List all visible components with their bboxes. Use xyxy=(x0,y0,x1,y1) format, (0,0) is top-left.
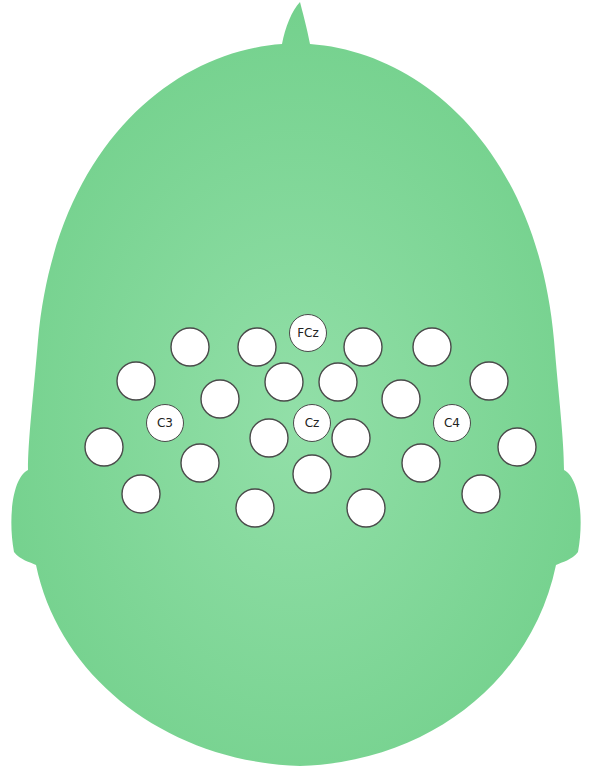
electrode xyxy=(117,362,155,400)
electrode-name: FCz xyxy=(297,326,319,340)
electrode xyxy=(250,419,288,457)
electrode-label-circle: C4 xyxy=(433,404,471,442)
electrode xyxy=(344,328,382,366)
electrode xyxy=(402,444,440,482)
electrode xyxy=(382,380,420,418)
electrode xyxy=(238,328,276,366)
electrode xyxy=(347,489,385,527)
head-outline xyxy=(11,2,580,766)
electrode xyxy=(236,489,274,527)
electrode-name: C3 xyxy=(157,416,173,430)
electrode xyxy=(462,475,500,513)
electrode-label-circle: Cz xyxy=(293,404,331,442)
electrode xyxy=(85,428,123,466)
electrode-label-circle: FCz xyxy=(289,314,327,352)
electrode xyxy=(319,363,357,401)
electrode xyxy=(332,419,370,457)
electrode-name: C4 xyxy=(444,416,460,430)
electrode-group xyxy=(85,328,536,527)
electrode xyxy=(498,428,536,466)
electrode xyxy=(293,455,331,493)
electrode xyxy=(201,380,239,418)
electrode xyxy=(122,475,160,513)
electrode-name: Cz xyxy=(305,416,320,430)
electrode xyxy=(171,328,209,366)
electrode xyxy=(470,362,508,400)
electrode-label-circle: C3 xyxy=(146,404,184,442)
electrode xyxy=(181,444,219,482)
electrode xyxy=(265,363,303,401)
electrode xyxy=(413,328,451,366)
